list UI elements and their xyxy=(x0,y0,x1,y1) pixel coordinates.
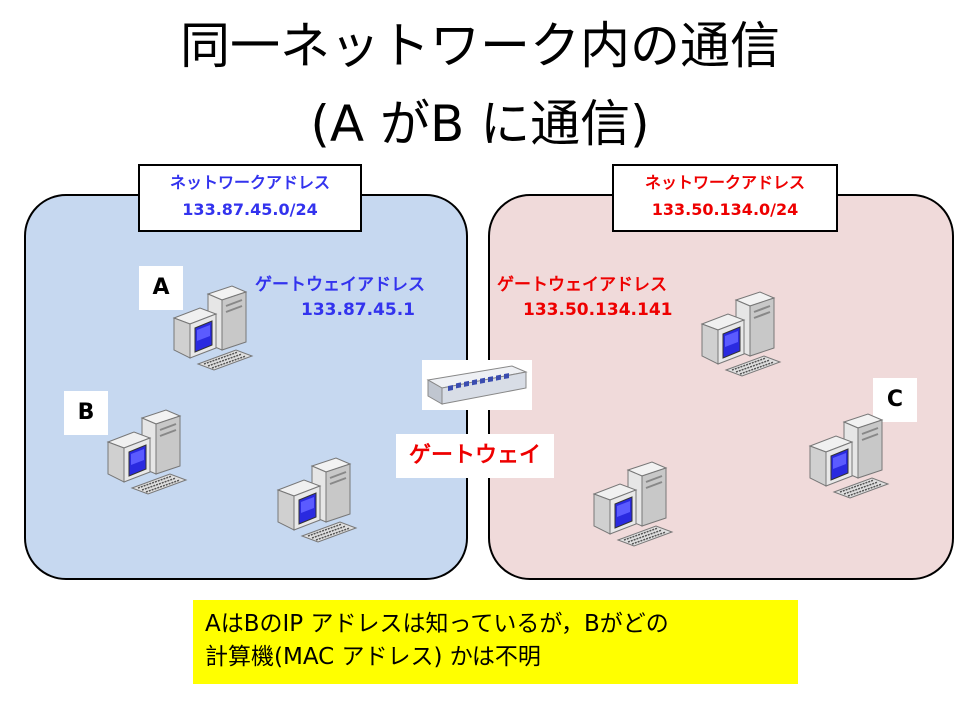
computer-icon xyxy=(593,461,673,547)
computer-icon xyxy=(701,291,781,377)
left-gateway-address-title: ゲートウェイアドレス xyxy=(255,275,425,295)
computer-icon xyxy=(277,457,357,543)
computer-b-icon xyxy=(107,409,187,495)
explanation-note: AはBのIP アドレスは知っているが，Bがどの 計算機(MAC アドレス) かは… xyxy=(193,600,798,684)
host-label-c: C xyxy=(873,378,917,422)
slide-title-line1: 同一ネットワーク内の通信 xyxy=(180,17,780,75)
right-network-label: ネットワークアドレス 133.50.134.0/24 xyxy=(612,164,838,232)
gateway-device xyxy=(422,360,532,410)
note-line2: 計算機(MAC アドレス) かは不明 xyxy=(205,644,541,670)
computer-c-icon xyxy=(809,413,889,499)
slide-title-line2: (A がB に通信) xyxy=(310,95,650,153)
left-network-address: 133.87.45.0/24 xyxy=(182,200,318,219)
host-label-a: A xyxy=(139,266,183,310)
right-gateway-address-title: ゲートウェイアドレス xyxy=(497,275,667,295)
right-network-label-title: ネットワークアドレス xyxy=(644,173,805,192)
right-network-address: 133.50.134.0/24 xyxy=(651,200,799,219)
note-line1: AはBのIP アドレスは知っているが，Bがどの xyxy=(205,611,669,637)
computer-a-icon xyxy=(173,285,253,371)
left-gateway-address: 133.87.45.1 xyxy=(301,300,416,320)
right-gateway-address: 133.50.134.141 xyxy=(523,300,673,320)
network-switch-icon xyxy=(426,365,528,405)
gateway-label: ゲートウェイ xyxy=(396,434,554,478)
left-network-label-title: ネットワークアドレス xyxy=(169,173,330,192)
host-label-b: B xyxy=(64,391,108,435)
left-network-area xyxy=(24,194,468,580)
left-network-label: ネットワークアドレス 133.87.45.0/24 xyxy=(138,164,362,232)
